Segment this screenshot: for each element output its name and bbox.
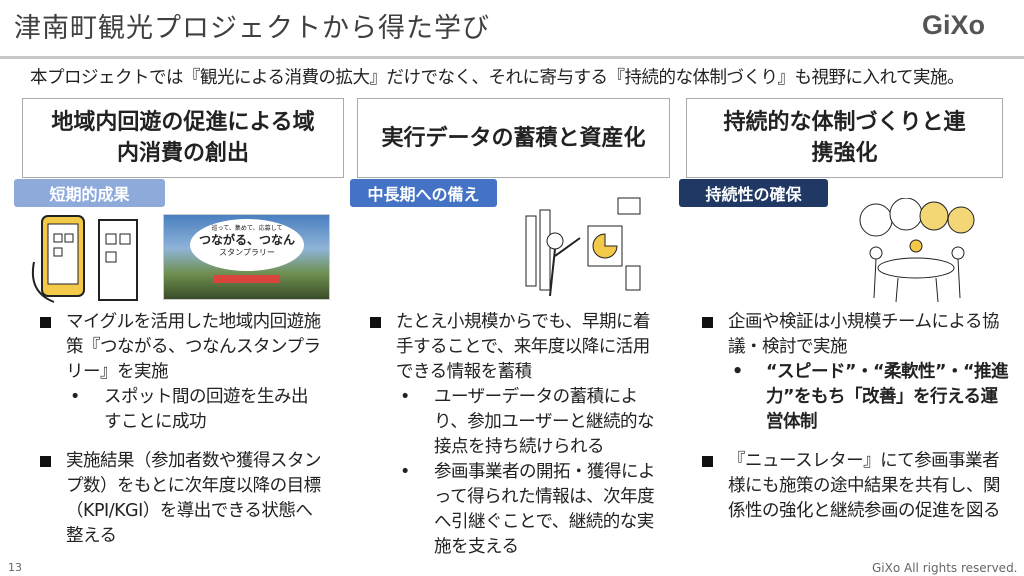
heading-2: 実行データの蓄積と資産化 xyxy=(381,125,646,151)
bullet-item: たとえ小規模からでも、早期に着手することで、来年度以降に活用できる情報を蓄積 xyxy=(368,310,663,385)
badge-sustainability: 持続性の確保 xyxy=(679,179,828,207)
poster-bubble: 巡って、集めて、応募して つながる、つなん スタンプラリー xyxy=(190,219,304,271)
divider xyxy=(0,56,1024,59)
heading-box-1: 地域内回遊の促進による域内消費の創出 xyxy=(22,98,344,178)
poster-subtitle: スタンプラリー xyxy=(219,248,275,257)
heading-3: 持続的な体制づくりと連携強化 xyxy=(723,110,966,166)
data-analysis-illustration xyxy=(525,197,641,297)
gixo-logo: GiXo xyxy=(922,10,986,40)
poster-ribbon xyxy=(214,275,280,283)
poster-tagline: 巡って、集めて、応募して xyxy=(211,225,283,232)
page-title: 津南町観光プロジェクトから得た学び xyxy=(14,13,490,44)
stamp-rally-poster: 巡って、集めて、応募して つながる、つなん スタンプラリー xyxy=(163,214,330,300)
column-1-bullets: マイグルを活用した地域内回遊施策『つながる、つなんスタンプラリー』を実施 スポッ… xyxy=(38,310,338,549)
bullet-item: マイグルを活用した地域内回遊施策『つながる、つなんスタンプラリー』を実施 xyxy=(38,310,328,385)
page-number: 13 xyxy=(8,561,22,574)
bullet-item: 『ニュースレター』にて参画事業者様にも施策の途中結果を共有し、関係性の強化と継続… xyxy=(700,449,1015,524)
copyright: GiXo All rights reserved. xyxy=(872,561,1018,575)
sub-bullet-item: ユーザーデータの蓄積により、参加ユーザーと継続的な接点を持ち続けられる xyxy=(396,385,661,460)
bullet-item: 企画や検証は小規模チームによる協議・検討で実施 xyxy=(700,310,1015,360)
badge-short-term: 短期的成果 xyxy=(14,179,165,207)
column-2-bullets: たとえ小規模からでも、早期に着手することで、来年度以降に活用できる情報を蓄積 ユ… xyxy=(368,310,668,560)
lead-text: 本プロジェクトでは『観光による消費の拡大』だけでなく、それに寄与する『持続的な体… xyxy=(30,68,964,88)
heading-1: 地域内回遊の促進による域内消費の創出 xyxy=(51,110,315,166)
bullet-item: 実施結果（参加者数や獲得スタンプ数）をもとに次年度以降の目標（KPI/KGI）を… xyxy=(38,449,328,549)
sub-bullet-item: スポット間の回遊を生み出すことに成功 xyxy=(66,385,316,435)
sub-bullet-item: 参画事業者の開拓・獲得によって得られた情報は、次年度へ引継ぐことで、継続的な実施… xyxy=(396,460,661,560)
sub-bullet-item: “スピード”・“柔軟性”・“推進力”をもち「改善」を行える運営体制 xyxy=(728,360,1009,435)
team-meeting-illustration xyxy=(859,198,975,303)
heading-box-2: 実行データの蓄積と資産化 xyxy=(357,98,670,178)
badge-mid-long-term: 中長期への備え xyxy=(350,179,497,207)
smartphone-qr-illustration xyxy=(32,215,138,303)
column-3-bullets: 企画や検証は小規模チームによる協議・検討で実施 “スピード”・“柔軟性”・“推進… xyxy=(700,310,1020,524)
heading-box-3: 持続的な体制づくりと連携強化 xyxy=(686,98,1003,178)
poster-title: つながる、つなん xyxy=(198,233,295,247)
